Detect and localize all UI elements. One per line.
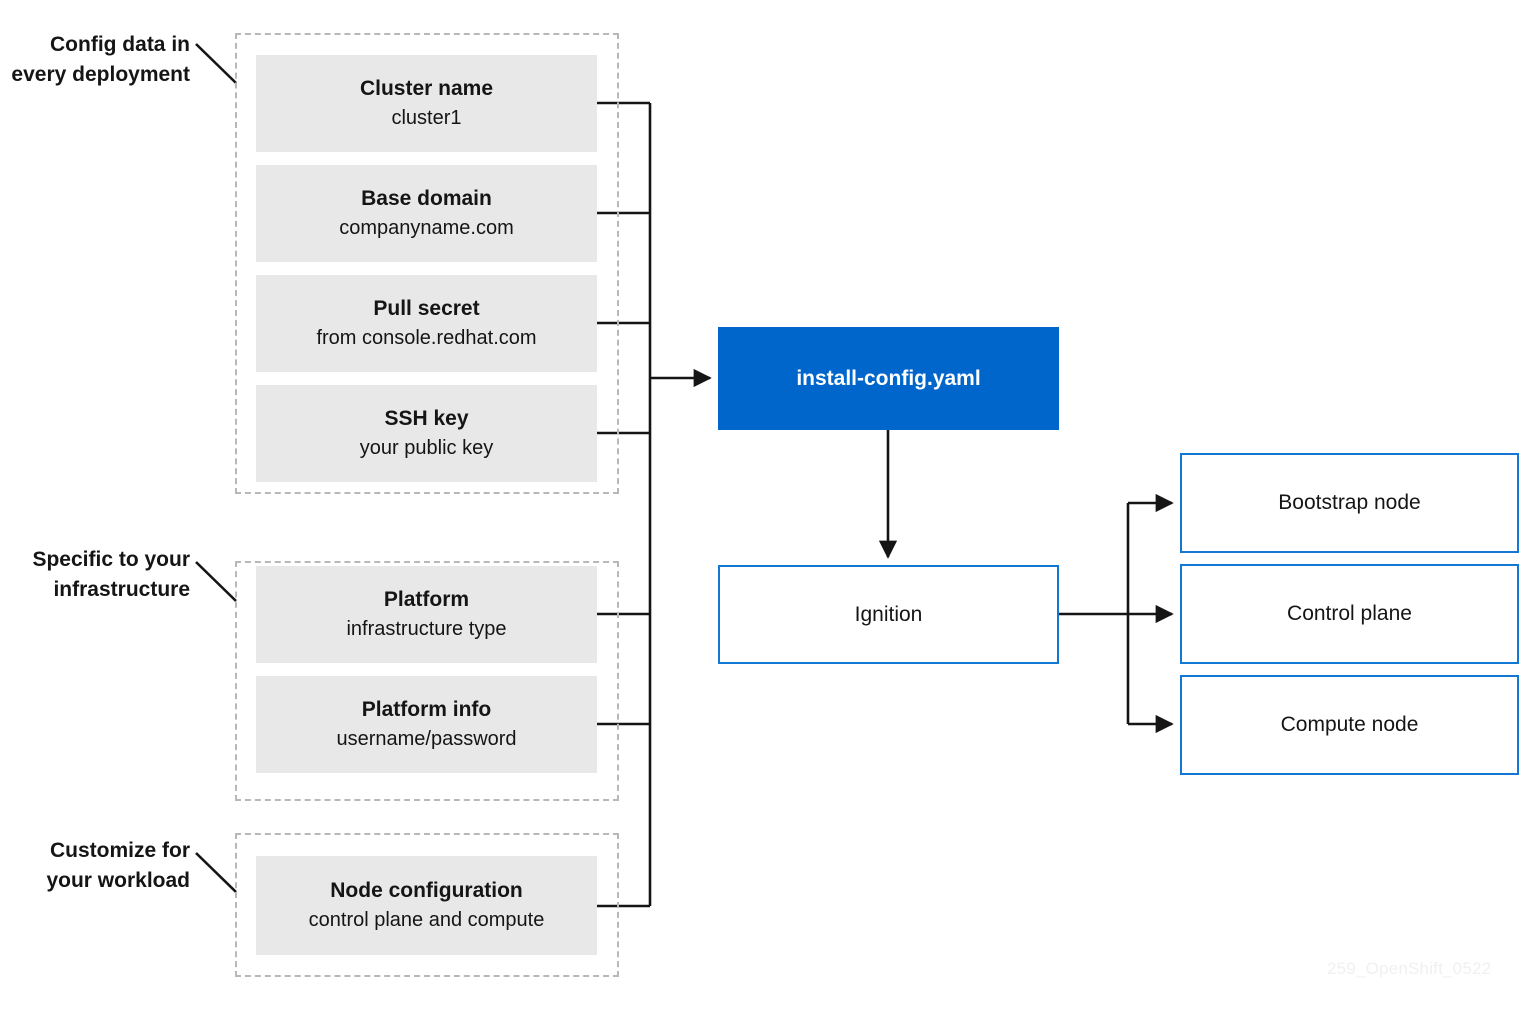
config-card-platform[interactable]: Platform infrastructure type bbox=[256, 566, 597, 663]
card-subtitle: control plane and compute bbox=[308, 908, 545, 931]
card-subtitle: username/password bbox=[336, 727, 517, 750]
output-box-control-plane[interactable]: Control plane bbox=[1180, 564, 1519, 664]
card-title: Cluster name bbox=[359, 77, 494, 101]
card-subtitle: from console.redhat.com bbox=[316, 326, 537, 349]
card-subtitle: infrastructure type bbox=[346, 617, 507, 640]
config-card-cluster-name[interactable]: Cluster name cluster1 bbox=[256, 55, 597, 152]
output-arrows bbox=[1128, 493, 1174, 734]
config-card-platform-info[interactable]: Platform info username/password bbox=[256, 676, 597, 773]
install-config-yaml-box[interactable]: install-config.yaml bbox=[718, 327, 1059, 430]
card-title: Base domain bbox=[361, 187, 492, 211]
config-card-node-configuration[interactable]: Node configuration control plane and com… bbox=[256, 856, 597, 955]
card-title: SSH key bbox=[384, 407, 469, 431]
group-label-infrastructure: Specific to your infrastructure bbox=[32, 548, 190, 601]
card-subtitle: your public key bbox=[359, 436, 494, 459]
config-card-pull-secret[interactable]: Pull secret from console.redhat.com bbox=[256, 275, 597, 372]
output-fanout-bus bbox=[1058, 503, 1130, 724]
leader-lines bbox=[195, 43, 237, 893]
config-card-base-domain[interactable]: Base domain companyname.com bbox=[256, 165, 597, 262]
card-title: Platform bbox=[383, 588, 470, 612]
output-label: Compute node bbox=[1280, 713, 1419, 737]
output-box-bootstrap-node[interactable]: Bootstrap node bbox=[1180, 453, 1519, 553]
group-container-infrastructure bbox=[235, 561, 619, 801]
group-label-every-deployment: Config data in every deployment bbox=[11, 33, 190, 86]
card-subtitle: companyname.com bbox=[339, 216, 514, 239]
card-title: Node configuration bbox=[330, 879, 523, 903]
card-title: Platform info bbox=[361, 698, 492, 722]
install-config-label: install-config.yaml bbox=[796, 366, 981, 390]
group-label-workload: Customize for your workload bbox=[46, 839, 190, 892]
group-container-workload bbox=[235, 833, 619, 977]
output-label: Bootstrap node bbox=[1278, 491, 1421, 515]
watermark-label: 259_OpenShift_0522 bbox=[1327, 959, 1492, 978]
card-subtitle: cluster1 bbox=[391, 106, 462, 129]
ignition-label: Ignition bbox=[854, 602, 923, 626]
output-label: Control plane bbox=[1287, 602, 1412, 626]
group-container-every-deployment bbox=[235, 33, 619, 494]
card-title: Pull secret bbox=[373, 297, 480, 321]
output-box-compute-node[interactable]: Compute node bbox=[1180, 675, 1519, 775]
config-card-ssh-key[interactable]: SSH key your public key bbox=[256, 385, 597, 482]
ignition-box[interactable]: Ignition bbox=[718, 565, 1059, 664]
